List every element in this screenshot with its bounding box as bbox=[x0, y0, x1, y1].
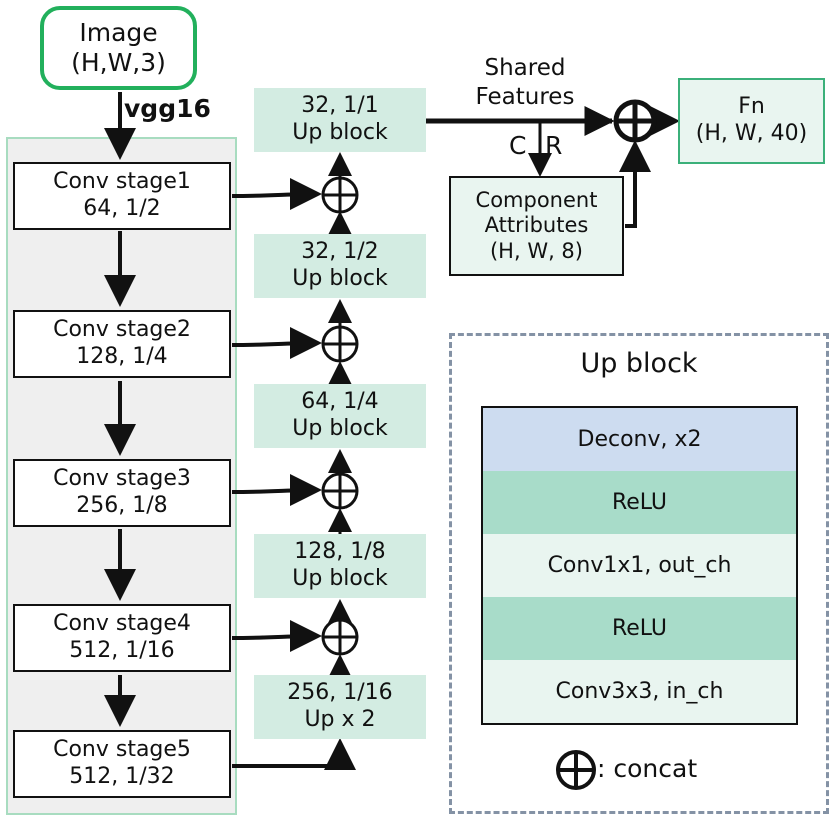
up-block-4-spec: 128, 1/8 bbox=[294, 539, 386, 565]
component-attributes-line2: Attributes bbox=[484, 213, 589, 238]
conv-stage-5-title: Conv stage5 bbox=[53, 737, 191, 763]
conv-stage-1-spec: 64, 1/2 bbox=[83, 196, 161, 221]
up-block-1-spec: 32, 1/1 bbox=[301, 93, 379, 119]
component-attributes-box: Component Attributes (H, W, 8) bbox=[449, 176, 624, 276]
input-image-label: Image bbox=[79, 17, 158, 47]
input-image-box: Image (H,W,3) bbox=[40, 6, 197, 90]
conv-stage-5-spec: 512, 1/32 bbox=[69, 764, 175, 789]
legend-title: Up block bbox=[580, 348, 698, 379]
conv-stage-2-spec: 128, 1/4 bbox=[76, 344, 168, 369]
layer-conv1x1: Conv1x1, out_ch bbox=[483, 534, 796, 597]
fn-output-label: Fn bbox=[738, 94, 765, 120]
up-x2-block-spec: 256, 1/16 bbox=[287, 680, 393, 706]
arrow-component-attributes-to-concat bbox=[619, 140, 651, 228]
up-block-2-title: Up block bbox=[292, 266, 388, 291]
conv-stage-3-title: Conv stage3 bbox=[53, 466, 191, 492]
concat-circle-3 bbox=[321, 472, 359, 510]
component-attributes-shape: (H, W, 8) bbox=[489, 238, 583, 263]
shared-features-line1: Shared bbox=[484, 55, 566, 81]
layer-relu-2: ReLU bbox=[483, 597, 796, 660]
backbone-label: vgg16 bbox=[124, 94, 211, 123]
up-x2-block-title: Up x 2 bbox=[304, 707, 376, 732]
conv-stage-2: Conv stage2 128, 1/4 bbox=[13, 310, 231, 378]
layer-relu-1: ReLU bbox=[483, 471, 796, 534]
layer-deconv: Deconv, x2 bbox=[483, 408, 796, 471]
up-block-4: 128, 1/8 Up block bbox=[254, 534, 426, 598]
shared-features-line2: Features bbox=[475, 83, 575, 110]
up-block-3-title: Up block bbox=[292, 416, 388, 441]
conv-stage-4: Conv stage4 512, 1/16 bbox=[13, 604, 231, 672]
conv-stage-1: Conv stage1 64, 1/2 bbox=[13, 162, 231, 230]
branch-label-r: R bbox=[545, 131, 563, 160]
arrow-stage1-to-concat1 bbox=[231, 178, 322, 211]
conv-stage-1-title: Conv stage1 bbox=[53, 169, 191, 195]
conv-stage-3: Conv stage3 256, 1/8 bbox=[13, 459, 231, 527]
concat-circle-2 bbox=[321, 325, 359, 363]
concat-circle-4 bbox=[321, 618, 359, 656]
up-block-3-spec: 64, 1/4 bbox=[301, 389, 379, 415]
input-image-shape: (H,W,3) bbox=[71, 48, 166, 77]
up-block-2-spec: 32, 1/2 bbox=[301, 239, 379, 265]
up-block-1-title: Up block bbox=[292, 120, 388, 145]
up-block-1: 32, 1/1 Up block bbox=[254, 88, 426, 152]
conv-stage-2-title: Conv stage2 bbox=[53, 317, 191, 343]
conv-stage-4-title: Conv stage4 bbox=[53, 611, 191, 637]
up-block-4-title: Up block bbox=[292, 566, 388, 591]
concat-circle-1 bbox=[321, 176, 359, 214]
conv-stage-5: Conv stage5 512, 1/32 bbox=[13, 730, 231, 798]
arrow-stage3-to-concat3 bbox=[231, 474, 322, 507]
legend-concat-icon bbox=[556, 750, 596, 790]
branch-label-c: C bbox=[509, 131, 527, 160]
fn-output-shape: (H, W, 40) bbox=[695, 121, 808, 146]
legend-concat-label: : concat bbox=[597, 754, 698, 783]
arrow-stage5-to-upx2 bbox=[232, 738, 356, 770]
arrow-stage4-to-concat4 bbox=[231, 620, 322, 653]
layer-conv3x3: Conv3x3, in_ch bbox=[483, 660, 796, 723]
up-block-layer-stack: Deconv, x2 ReLU Conv1x1, out_ch ReLU Con… bbox=[481, 406, 798, 725]
arrow-stage2-to-concat2 bbox=[231, 327, 322, 360]
up-block-3: 64, 1/4 Up block bbox=[254, 384, 426, 448]
component-attributes-line1: Component bbox=[475, 187, 598, 212]
conv-stage-3-spec: 256, 1/8 bbox=[76, 493, 168, 518]
up-block-2: 32, 1/2 Up block bbox=[254, 234, 426, 298]
shared-features-label: Shared Features bbox=[455, 54, 595, 112]
up-block-legend bbox=[449, 333, 829, 814]
conv-stage-4-spec: 512, 1/16 bbox=[69, 638, 175, 663]
up-x2-block: 256, 1/16 Up x 2 bbox=[254, 675, 426, 739]
concat-circle-final bbox=[613, 99, 657, 143]
fn-output-box: Fn (H, W, 40) bbox=[678, 78, 825, 164]
